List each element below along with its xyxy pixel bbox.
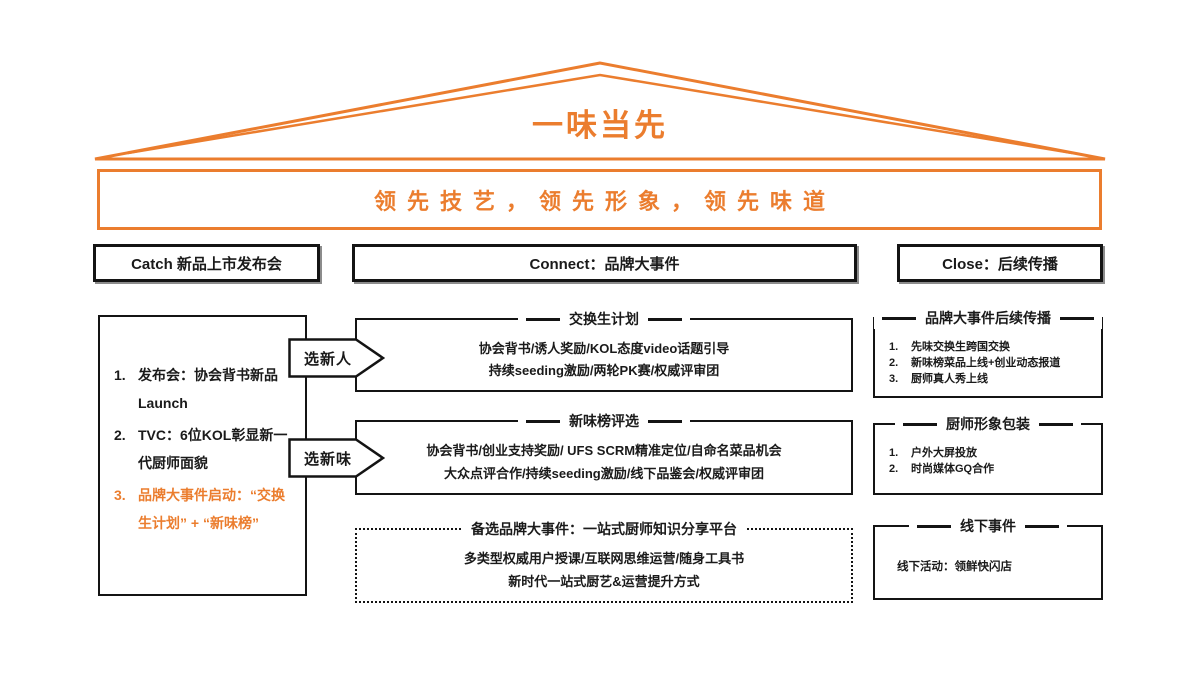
item-number: 1. xyxy=(889,341,899,353)
header-close: Close：后续传播 xyxy=(897,244,1103,282)
box-title: 线下事件 xyxy=(909,516,1067,537)
box-title: 备选品牌大事件：一站式厨师知识分享平台 xyxy=(463,519,745,540)
box-body: 协会背书/诱人奖励/KOL态度video话题引导 持续seeding激励/两轮P… xyxy=(357,320,851,390)
item-number: 2. xyxy=(889,357,899,369)
new-taste-ranking-box: 新味榜评选 协会背书/创业支持奖励/ UFS SCRM精准定位/自命名菜品机会 … xyxy=(355,411,853,495)
followup-spread-box: 品牌大事件后续传播 1. 先味交换生跨国交换 2. 新味榜菜品上线+创业动态报道… xyxy=(873,308,1103,398)
box-title-text: 备选品牌大事件：一站式厨师知识分享平台 xyxy=(471,521,737,537)
box-title: 交换生计划 xyxy=(518,309,690,330)
list-item: 2. 新味榜菜品上线+创业动态报道 xyxy=(889,355,1093,371)
title-dash xyxy=(903,423,937,426)
box-title: 厨师形象包装 xyxy=(895,414,1081,435)
box-body: 多类型权威用户授课/互联网思维运营/随身工具书 新时代一站式厨艺&运营提升方式 xyxy=(357,530,851,601)
title-dash xyxy=(882,317,916,320)
item-number: 1. xyxy=(889,447,899,459)
box-body: 1. 户外大屏投放 2. 时尚媒体GQ合作 xyxy=(875,425,1101,477)
item-text: 户外大屏投放 xyxy=(911,447,977,459)
body-line: 协会背书/创业支持奖励/ UFS SCRM精准定位/自命名菜品机会 xyxy=(426,443,782,459)
item-number: 2. xyxy=(889,463,899,475)
title-dash xyxy=(917,525,951,528)
right-arrow-icon xyxy=(288,438,385,478)
item-text: TVC：6位KOL彰显新一代厨师面貌 xyxy=(138,426,288,471)
box-body: 协会背书/创业支持奖励/ UFS SCRM精准定位/自命名菜品机会 大众点评合作… xyxy=(357,422,851,493)
exchange-program-box: 交换生计划 协会背书/诱人奖励/KOL态度video话题引导 持续seeding… xyxy=(355,309,853,392)
campaign-title: 一味当先 xyxy=(532,108,668,143)
item-text: 新味榜菜品上线+创业动态报道 xyxy=(911,357,1061,369)
title-dash xyxy=(526,318,560,321)
slogan-banner: 领先技艺，领先形象，领先味道 xyxy=(97,169,1102,230)
item-number: 3. xyxy=(114,486,126,503)
header-catch: Catch 新品上市发布会 xyxy=(93,244,320,282)
body-line: 新时代一站式厨艺&运营提升方式 xyxy=(508,573,700,589)
item-text: 品牌大事件启动：“交换生计划” + “新味榜” xyxy=(138,486,285,531)
right-arrow-icon xyxy=(288,338,385,378)
box-title-text: 厨师形象包装 xyxy=(946,416,1030,432)
body-line: 大众点评合作/持续seeding激励/线下品鉴会/权威评审团 xyxy=(444,465,764,481)
list-item: 1. 发布会：协会背书新品 Launch xyxy=(114,361,295,417)
list-item: 2. 时尚媒体GQ合作 xyxy=(889,461,1093,477)
list-item-highlight: 3. 品牌大事件启动：“交换生计划” + “新味榜” xyxy=(114,481,295,537)
title-dash xyxy=(648,420,682,423)
item-text: 发布会：协会背书新品 Launch xyxy=(138,366,278,411)
item-number: 1. xyxy=(114,366,126,383)
header-connect: Connect：品牌大事件 xyxy=(352,244,857,282)
title-dash xyxy=(1025,525,1059,528)
box-body: 线下活动：领鲜快闪店 xyxy=(897,560,1012,573)
list-item: 1. 户外大屏投放 xyxy=(889,445,1093,461)
box-title-text: 新味榜评选 xyxy=(569,413,639,429)
body-line: 协会背书/诱人奖励/KOL态度video话题引导 xyxy=(478,340,730,356)
box-body: 1. 先味交换生跨国交换 2. 新味榜菜品上线+创业动态报道 3. 厨师真人秀上… xyxy=(875,319,1101,387)
item-text: 时尚媒体GQ合作 xyxy=(911,463,995,475)
chef-image-box: 厨师形象包装 1. 户外大屏投放 2. 时尚媒体GQ合作 xyxy=(873,414,1103,495)
item-number: 2. xyxy=(114,426,126,443)
list-item: 3. 厨师真人秀上线 xyxy=(889,371,1093,387)
backup-event-box: 备选品牌大事件：一站式厨师知识分享平台 多类型权威用户授课/互联网思维运营/随身… xyxy=(355,519,853,603)
arrow-label: 选新人 xyxy=(303,350,352,368)
item-text: 厨师真人秀上线 xyxy=(911,373,988,385)
list-item: 1. 先味交换生跨国交换 xyxy=(889,339,1093,355)
arrow-select-new-taste: 选新味 xyxy=(288,438,385,478)
item-text: 先味交换生跨国交换 xyxy=(911,341,1010,353)
offline-event-box: 线下事件 线下活动：领鲜快闪店 xyxy=(873,516,1103,600)
item-number: 3. xyxy=(889,373,899,385)
box-title: 品牌大事件后续传播 xyxy=(874,308,1102,329)
box-title-text: 线下事件 xyxy=(960,518,1016,534)
list-item: 2. TVC：6位KOL彰显新一代厨师面貌 xyxy=(114,421,295,477)
title-dash xyxy=(1060,317,1094,320)
box-title-text: 交换生计划 xyxy=(569,311,639,327)
arrow-select-new-person: 选新人 xyxy=(288,338,385,378)
body-line: 持续seeding激励/两轮PK赛/权威评审团 xyxy=(488,363,720,378)
box-title: 新味榜评选 xyxy=(518,411,690,432)
title-dash xyxy=(1039,423,1073,426)
catch-launch-box: 1. 发布会：协会背书新品 Launch 2. TVC：6位KOL彰显新一代厨师… xyxy=(98,315,307,596)
title-dash xyxy=(648,318,682,321)
title-dash xyxy=(526,420,560,423)
box-title-text: 品牌大事件后续传播 xyxy=(925,310,1051,326)
body-line: 多类型权威用户授课/互联网思维运营/随身工具书 xyxy=(463,551,745,567)
slogan-text: 领先技艺，领先形象，领先味道 xyxy=(373,188,836,214)
arrow-label: 选新味 xyxy=(303,450,352,468)
